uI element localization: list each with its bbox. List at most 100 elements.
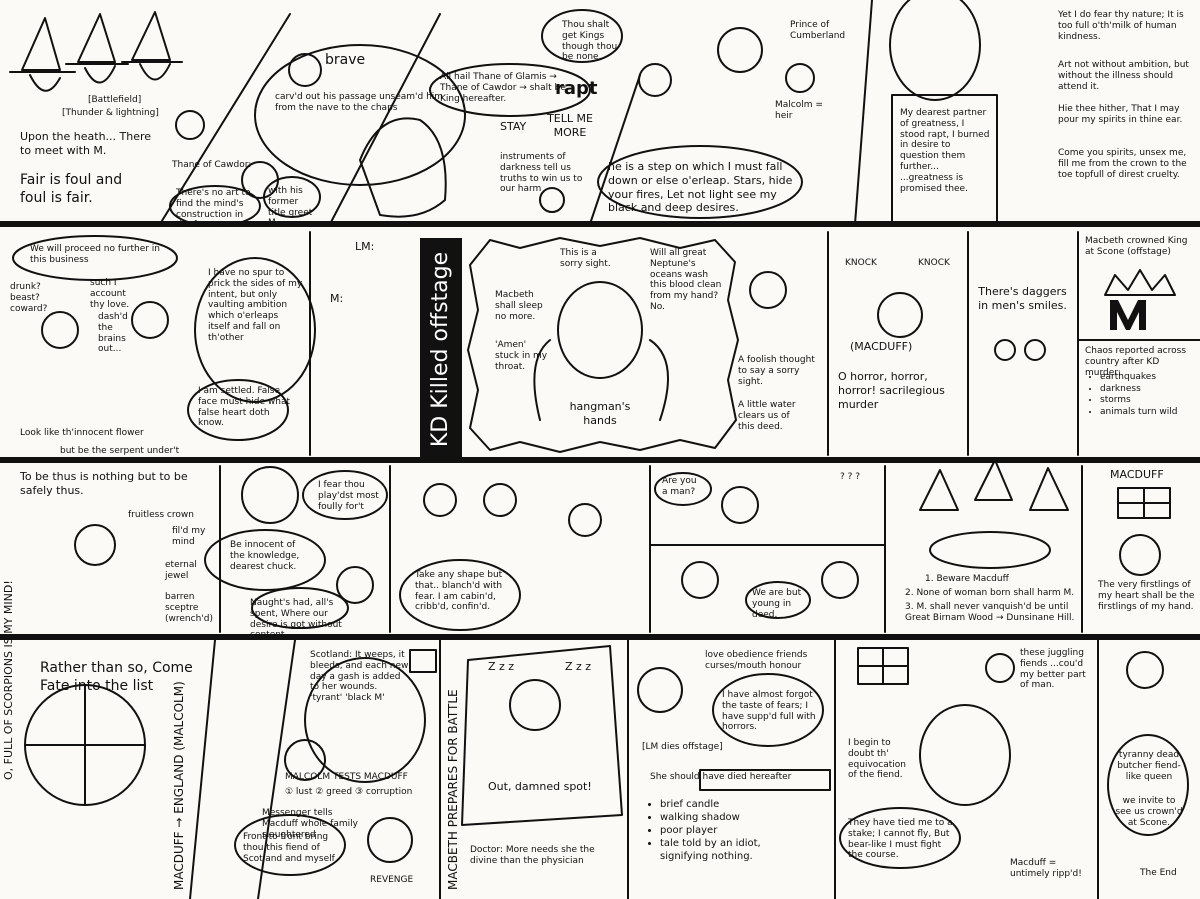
lm-dies-label: [LM dies offstage] xyxy=(642,742,723,752)
bubble xyxy=(712,673,824,747)
fruitless-crown-label: fruitless crown xyxy=(128,510,194,520)
macbeth-figure xyxy=(131,301,169,339)
horror-text: O horror, horror, horror! sacrilegious m… xyxy=(838,370,945,411)
neptune-text: Will all great Neptune's oceans wash thi… xyxy=(650,248,722,312)
fild-mind-label: fil'd my mind xyxy=(172,526,206,547)
carved-text: carv'd out his passage unseam'd him from… xyxy=(275,92,444,113)
macduff-helmet xyxy=(367,817,413,863)
brave-label: brave xyxy=(325,52,366,68)
cauldron xyxy=(929,531,1051,569)
face xyxy=(638,63,672,97)
settled-text: I am settled. False face must hide what … xyxy=(198,386,291,429)
bubble xyxy=(187,379,289,441)
vices-list: ① lust ② greed ③ corruption xyxy=(285,787,413,797)
macbeth-face xyxy=(637,667,683,713)
lady-macbeth-face xyxy=(336,566,374,604)
bubble xyxy=(251,587,349,629)
ripped-text: Macduff = untimely ripp'd! xyxy=(1010,858,1082,879)
m-label: M: xyxy=(330,292,344,305)
bubble xyxy=(254,44,466,186)
thou-shalt-text: Thou shalt get Kings though thou be none… xyxy=(562,20,618,63)
lady-macbeth-sleepwalking xyxy=(509,679,561,731)
kd-killed-banner: KD Killed offstage xyxy=(420,238,462,460)
foolish-text: A foolish thought to say a sorry sight. xyxy=(738,355,815,387)
banquo-ghost xyxy=(568,503,602,537)
face xyxy=(721,486,759,524)
tied-stake-text: They have tied me to a stake; I cannot f… xyxy=(848,818,953,861)
young-in-deed-text: We are but young in deed. xyxy=(752,588,802,620)
chaos-item: darkness xyxy=(1100,384,1200,396)
hie-thee-text: Hie thee hither, That I may pour my spir… xyxy=(1058,104,1183,125)
innocent-text: Be innocent of the knowledge, dearest ch… xyxy=(230,540,300,572)
witch-hats xyxy=(919,459,1069,511)
knock-label-1: KNOCK xyxy=(845,258,877,268)
thane-cawdor-label: Thane of Cawdor: xyxy=(172,160,252,170)
macduff-england-text: MACDUFF → ENGLAND (MALCOLM) xyxy=(172,681,186,890)
face xyxy=(539,187,565,213)
face xyxy=(241,161,279,199)
witch-hat-2 xyxy=(65,13,129,65)
face xyxy=(681,561,719,599)
naught-text: Naught's had, all's spent, Where our des… xyxy=(250,598,342,641)
bubble xyxy=(304,657,426,783)
macduff-face xyxy=(284,739,326,781)
bubble xyxy=(234,814,346,876)
account-text: such I account thy love. xyxy=(90,278,130,310)
former-title-text: with his former title greet M. xyxy=(268,186,313,229)
serpent-text: but be the serpent under't xyxy=(60,446,180,456)
kd-killed-text: KD Killed offstage xyxy=(428,251,454,447)
face xyxy=(423,483,457,517)
lady-macbeth-face xyxy=(889,0,981,101)
eternal-jewel-label: eternal jewel xyxy=(165,560,197,581)
prepares-battle-text: MACBETH PREPARES FOR BATTLE xyxy=(446,689,460,890)
letter-text: My dearest partner of greatness, I stood… xyxy=(900,108,990,194)
bubble xyxy=(12,235,178,281)
zzz-1: Z z z xyxy=(488,660,515,673)
macduff-flag-label: MACDUFF xyxy=(1110,468,1164,481)
face xyxy=(821,561,859,599)
foully-text: I fear thou play'dst most foully for't xyxy=(318,480,379,512)
bubble xyxy=(839,807,961,869)
messenger-text: Messenger tells Macduff whole family sla… xyxy=(262,808,358,840)
flag-cross xyxy=(1117,487,1171,519)
tell-me-more-label: TELL ME MORE xyxy=(547,112,593,139)
prince-label: Prince of Cumberland xyxy=(790,20,846,41)
sorry-sight-text: This is a sorry sight. xyxy=(560,248,611,269)
front-to-front-text: Front to front bring thou this fiend of … xyxy=(243,832,335,864)
lightbulb xyxy=(985,653,1015,683)
macbeth-face-shock xyxy=(919,704,1011,806)
chaos-item: earthquakes xyxy=(1100,372,1200,384)
step-text: he is a step on which I must fall down o… xyxy=(608,160,793,215)
dashed-text: dash'd the brains out... xyxy=(98,312,128,355)
take-any-shape-text: Take any shape but that.. blanch'd with … xyxy=(415,570,503,613)
face xyxy=(994,339,1016,361)
unsex-text: Come you spirits, unsex me, fill me from… xyxy=(1058,148,1187,180)
macbeth-on-throne xyxy=(74,524,116,566)
rapt-label: rapt xyxy=(555,78,598,99)
bubble xyxy=(745,581,811,619)
died-hereafter-text: She should have died hereafter xyxy=(650,772,792,782)
door-knocker xyxy=(877,292,923,338)
hangmans-hands-text: hangman's hands xyxy=(569,400,631,427)
flower-text: Look like th'innocent flower xyxy=(20,428,144,438)
water-text: A little water clears us of this deed. xyxy=(738,400,796,432)
flag xyxy=(409,649,437,673)
stay-label: STAY xyxy=(500,120,527,133)
come-fate-text: Rather than so, Come Fate into the list xyxy=(40,660,193,694)
no-spur-text: I have no spur to prick the sides of my … xyxy=(208,268,303,343)
tyranny-text: tyranny dead butcher fiend-like queen xyxy=(1117,750,1181,782)
panel-border xyxy=(329,13,441,225)
bubble xyxy=(597,145,803,219)
proceed-text: We will proceed no further in this busin… xyxy=(30,244,160,265)
tomorrow-item: poor player xyxy=(660,824,810,837)
malcolm-face xyxy=(785,63,815,93)
battlefield-label: [Battlefield] xyxy=(88,95,142,105)
crown xyxy=(1104,269,1176,296)
fair-foul-text: Fair is foul and foul is fair. xyxy=(20,172,123,206)
zzz-2: Z z z xyxy=(565,660,592,673)
panel-border xyxy=(189,639,216,899)
crowned-text: Macbeth crowned King at Scone (offstage) xyxy=(1085,236,1188,257)
panel-border xyxy=(854,0,873,225)
